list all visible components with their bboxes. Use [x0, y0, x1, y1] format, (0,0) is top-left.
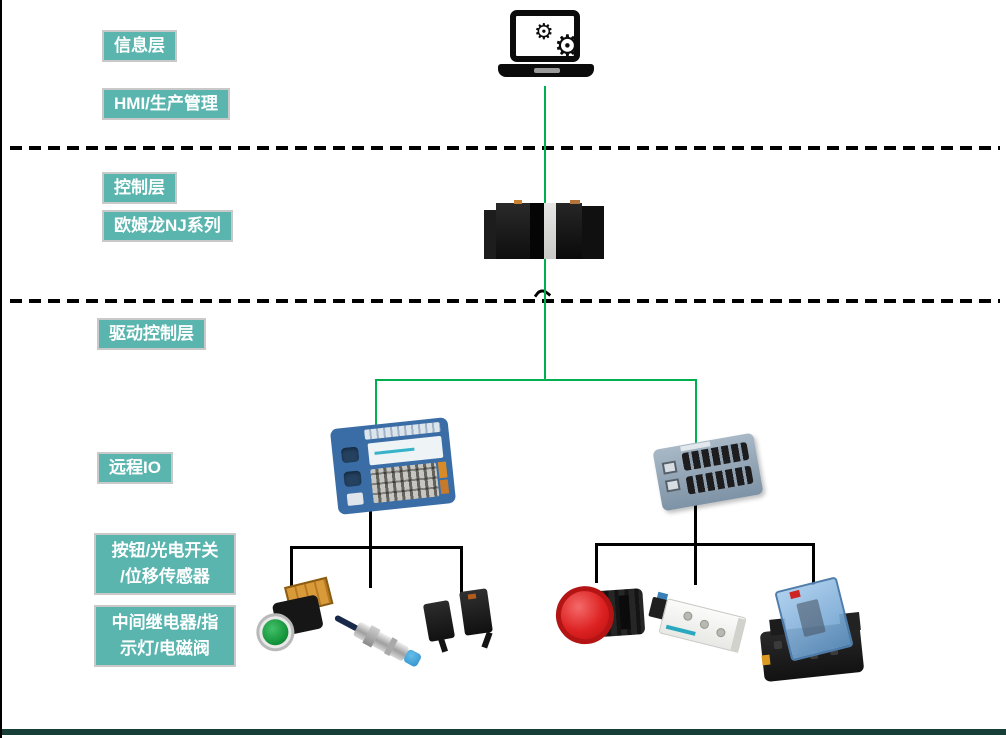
plc-connector	[570, 200, 580, 204]
proximity-sensor-body-group	[332, 609, 433, 675]
label-relays-valves-line2: 示灯/电磁阀	[120, 639, 210, 658]
sensor-barrel	[352, 621, 410, 662]
connector-to-io-left	[375, 379, 377, 427]
remote-io-block-module-image	[652, 432, 764, 512]
plc-module	[496, 203, 530, 259]
io-label	[346, 492, 364, 506]
connector-io-right-down	[694, 503, 697, 545]
plc-module	[582, 206, 604, 259]
connector-laptop-plc	[544, 86, 546, 204]
omron-nj-plc-image	[484, 200, 604, 259]
separator-info-control	[10, 146, 1000, 150]
plc-module	[530, 203, 544, 259]
plc-module	[556, 203, 582, 259]
connector-to-valve	[694, 543, 697, 585]
io-terminal-block	[370, 462, 440, 504]
label-buttons-sensors: 按钮/光电开关 /位移传感器	[94, 533, 236, 595]
green-pushbutton-image	[252, 576, 341, 657]
connector-to-relay	[812, 543, 815, 585]
laptop-screen: ⚙ ⚙	[510, 10, 581, 64]
relay-clip	[761, 654, 771, 666]
plc-connector	[514, 200, 522, 204]
label-control-layer: 控制层	[102, 172, 177, 204]
connector-right-branch-horizontal	[595, 543, 815, 546]
separator-control-drive	[10, 299, 1000, 303]
laptop-with-gears-icon: ⚙ ⚙	[498, 8, 594, 88]
remote-io-terminal-module-image	[329, 417, 457, 515]
io-port	[664, 478, 681, 493]
relay-with-socket-image	[759, 576, 872, 685]
bottom-border-bar	[2, 729, 1006, 735]
io-port	[661, 460, 678, 475]
connector-to-proximity-sensor	[369, 546, 372, 588]
plc-module	[484, 209, 496, 259]
io-port	[343, 470, 362, 488]
connector-left-branch-horizontal	[290, 546, 463, 549]
laptop-trackpad	[534, 68, 560, 73]
label-drive-control-layer: 驱动控制层	[97, 318, 206, 350]
connector-io-left-down	[369, 504, 372, 548]
relay-terminal-screw	[773, 640, 783, 650]
label-remote-io: 远程IO	[97, 452, 173, 484]
label-hmi-production: HMI/生产管理	[102, 88, 230, 120]
gear-icon: ⚙	[534, 20, 554, 45]
io-connector	[437, 461, 448, 479]
label-relays-valves-line1: 中间继电器/指	[111, 613, 219, 632]
label-relays-valves: 中间继电器/指 示灯/电磁阀	[94, 605, 236, 667]
connector-to-pushbutton	[290, 546, 293, 586]
io-port	[340, 446, 360, 464]
photo-sensor-cable	[481, 631, 493, 649]
label-info-layer: 信息层	[102, 30, 177, 62]
connector-junction-horizontal	[375, 379, 697, 381]
label-buttons-sensors-line1: 按钮/光电开关	[111, 541, 219, 560]
io-connector	[439, 479, 450, 495]
solenoid-valve-image	[646, 580, 750, 662]
label-buttons-sensors-line2: /位移传感器	[120, 567, 210, 586]
connector-to-photo-sensors	[460, 546, 463, 594]
valve-body-group	[642, 591, 750, 664]
label-omron-nj-series: 欧姆龙NJ系列	[102, 210, 233, 242]
connector-to-io-right	[695, 379, 697, 445]
photo-sensor-body	[422, 600, 456, 642]
connector-to-indicator	[595, 543, 598, 583]
gear-icon: ⚙	[554, 29, 581, 64]
photoelectric-switch-image	[422, 588, 502, 660]
connector-plc-junction	[544, 258, 546, 381]
red-indicator-light-image	[553, 580, 648, 652]
plc-module	[544, 203, 556, 259]
photo-sensor-cable	[437, 637, 449, 653]
